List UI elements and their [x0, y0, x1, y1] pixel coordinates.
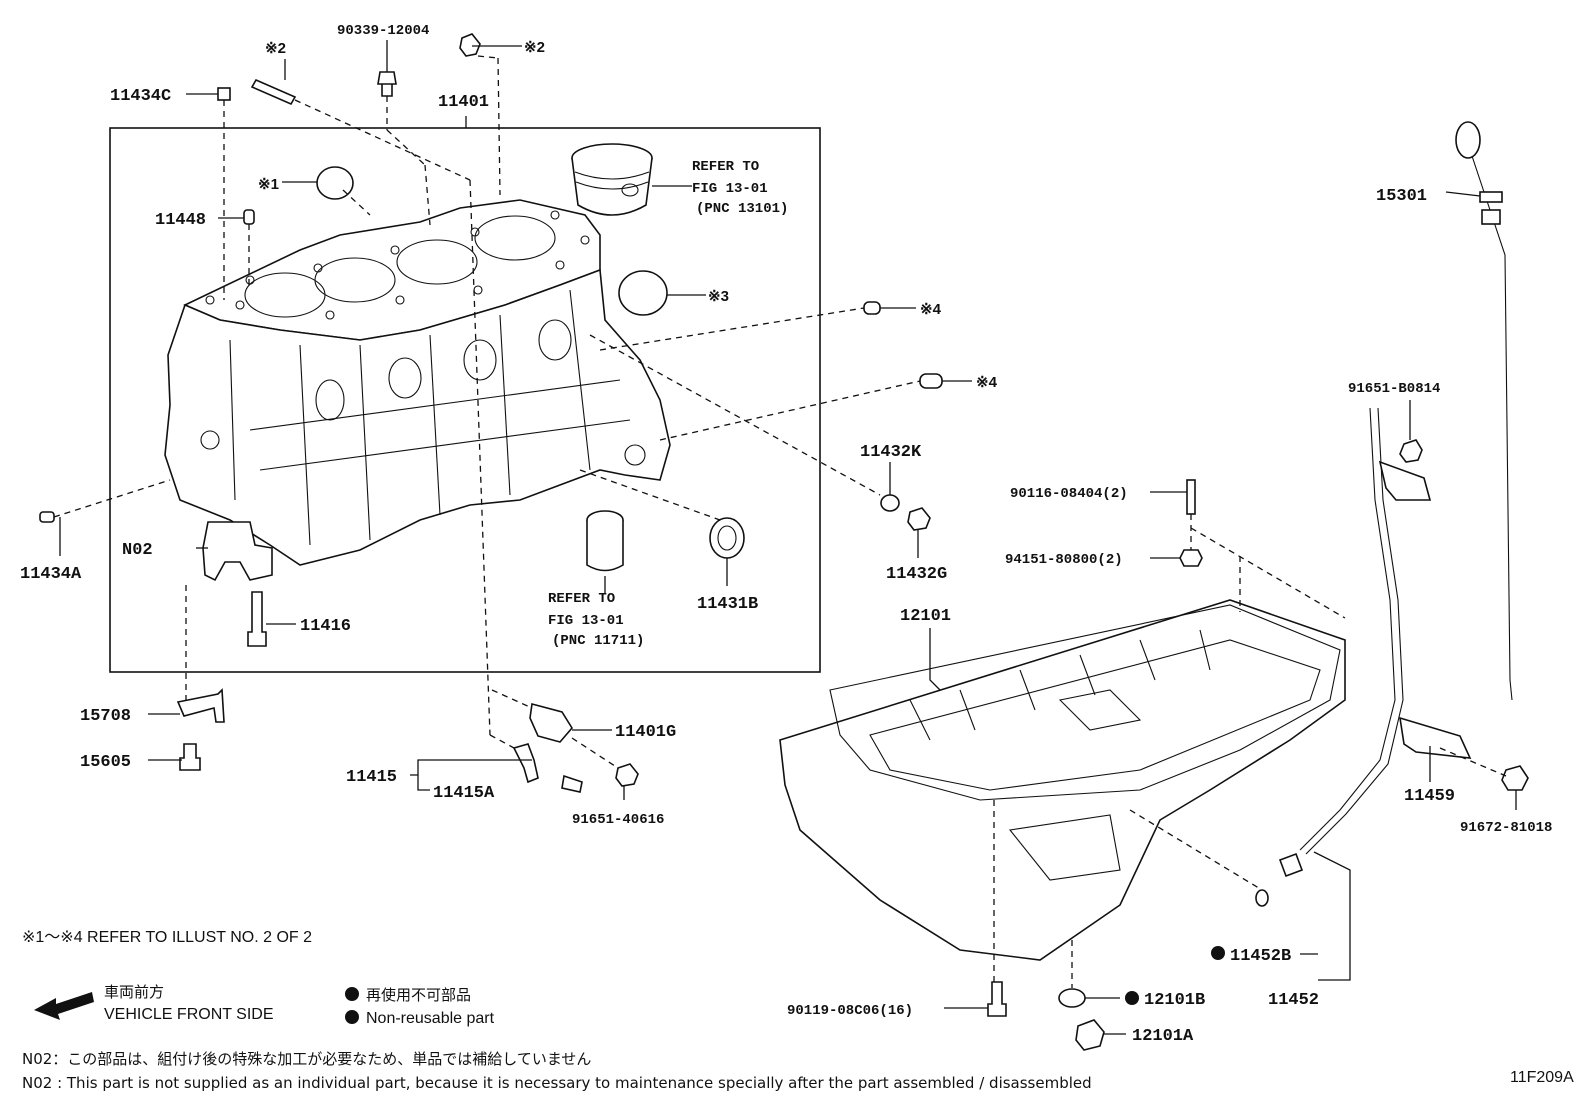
plug-mark1 — [316, 166, 354, 200]
bearing-ref-line3: (PNC 11711) — [552, 633, 644, 649]
gasket-12101b — [1058, 988, 1086, 1008]
dowel-mark4-upper — [863, 301, 881, 315]
bracket-11459 — [1399, 716, 1472, 759]
plug-11432g — [907, 507, 931, 531]
nut-94151 — [1179, 549, 1203, 567]
bearing-reference — [586, 510, 624, 572]
label-12101: 12101 — [900, 607, 951, 626]
label-12101b: 12101B — [1144, 991, 1205, 1010]
washer-11432k — [880, 494, 900, 512]
label-15708: 15708 — [80, 707, 131, 726]
piston-ref-line3: (PNC 13101) — [696, 201, 788, 217]
label-90116-08404: 90116-08404(2) — [1010, 486, 1128, 502]
label-11452b: 11452B — [1230, 947, 1291, 966]
piston-ref-line1: REFER TO — [692, 159, 759, 175]
piston-ref-line2: FIG 13-01 — [692, 181, 768, 197]
label-90119-08c06: 90119-08C06(16) — [787, 1003, 913, 1019]
label-15301: 15301 — [1376, 187, 1427, 206]
mark-3: ※3 — [708, 288, 729, 305]
oil-pan-12101 — [779, 599, 1346, 961]
note-nonreuse-jp: 再使用不可部品 — [366, 986, 471, 1004]
legend-dot-icon — [345, 987, 359, 1001]
label-11434a: 11434A — [20, 565, 82, 584]
note-front-jp: 車両前方 — [104, 983, 164, 1001]
stud-mark2 — [250, 78, 297, 106]
bearing-ref-line1: REFER TO — [548, 591, 615, 607]
bracket-15708 — [176, 688, 225, 723]
bracket-11415 — [512, 743, 539, 784]
figure-id: 11F209A — [1510, 1069, 1574, 1086]
label-11452: 11452 — [1268, 991, 1319, 1010]
front-arrow-icon — [34, 992, 94, 1020]
stud-90116 — [1186, 479, 1196, 515]
bearing-ref-line2: FIG 13-01 — [548, 613, 624, 629]
o-ring-11452b — [1255, 889, 1269, 907]
legend-dot-icon-2 — [345, 1010, 359, 1024]
mark-1: ※1 — [258, 176, 279, 193]
label-11401g: 11401G — [615, 723, 676, 742]
dipstick-guide-11452 — [1278, 407, 1432, 878]
pin-11448 — [243, 209, 255, 225]
dowel-mark4-lower — [919, 373, 943, 389]
label-90339-12004: 90339-12004 — [337, 23, 429, 39]
label-11432k: 11432K — [860, 443, 922, 462]
bearing-cap-n02 — [202, 521, 273, 582]
label-91672-81018: 91672-81018 — [1460, 820, 1552, 836]
nonreusable-dot-12101b — [1125, 991, 1139, 1005]
label-91651-40616: 91651-40616 — [572, 812, 664, 828]
oil-seal-11431b — [709, 517, 745, 559]
note-front-en: VEHICLE FRONT SIDE — [104, 1006, 274, 1023]
label-11434c: 11434C — [110, 87, 171, 106]
plug-mark3 — [618, 270, 668, 316]
cylinder-block-frame — [109, 127, 821, 673]
bolt-90119 — [987, 981, 1007, 1017]
bolt-15605 — [179, 743, 201, 771]
piston-reference — [571, 143, 653, 216]
nut-mark2 — [459, 33, 481, 57]
note-n02-jp: N02：この部品は、組付け後の特殊な加工が必要なため、単品では補給していません — [22, 1050, 591, 1068]
note-n02-en: N02 : This part is not supplied as an in… — [22, 1074, 1092, 1092]
mark-4-lower: ※4 — [976, 374, 998, 391]
bolt-11416 — [247, 591, 267, 647]
drain-plug-12101a — [1075, 1019, 1105, 1051]
label-11432g: 11432G — [886, 565, 947, 584]
bolt-91651-40616 — [615, 763, 639, 787]
label-n02: N02 — [122, 541, 153, 560]
mark-4-upper: ※4 — [920, 301, 942, 318]
label-91651-b0814: 91651-B0814 — [1348, 381, 1440, 397]
label-11459: 11459 — [1404, 787, 1455, 806]
dipstick-15301 — [1455, 121, 1513, 701]
nonreusable-dot-11452b — [1211, 946, 1225, 960]
pin-11434a — [39, 511, 55, 523]
bolt-91672 — [1501, 765, 1529, 791]
label-11448: 11448 — [155, 211, 206, 230]
bolt-91651-b0814 — [1399, 439, 1423, 463]
label-94151-80800: 94151-80800(2) — [1005, 552, 1123, 568]
label-15605: 15605 — [80, 753, 131, 772]
sensor-11401g — [529, 702, 573, 743]
note-refer-illust: ※1～※4 REFER TO ILLUST NO. 2 OF 2 — [22, 929, 312, 946]
label-11401: 11401 — [438, 93, 489, 112]
bolt-11415a — [561, 774, 583, 793]
note-nonreuse-en: Non-reusable part — [366, 1010, 495, 1027]
dashed-alignment-lines — [53, 55, 1507, 988]
label-11431b: 11431B — [697, 595, 758, 614]
mark-2-stud: ※2 — [265, 40, 286, 57]
mark-2-nut: ※2 — [524, 39, 545, 56]
cylinder-block — [164, 199, 671, 566]
label-11415a: 11415A — [433, 784, 495, 803]
label-12101a: 12101A — [1132, 1027, 1194, 1046]
label-11415: 11415 — [346, 768, 397, 787]
leader-lines — [59, 40, 1517, 1035]
pin-11434c — [217, 87, 231, 101]
plug-90339 — [377, 71, 397, 97]
label-11416: 11416 — [300, 617, 351, 636]
